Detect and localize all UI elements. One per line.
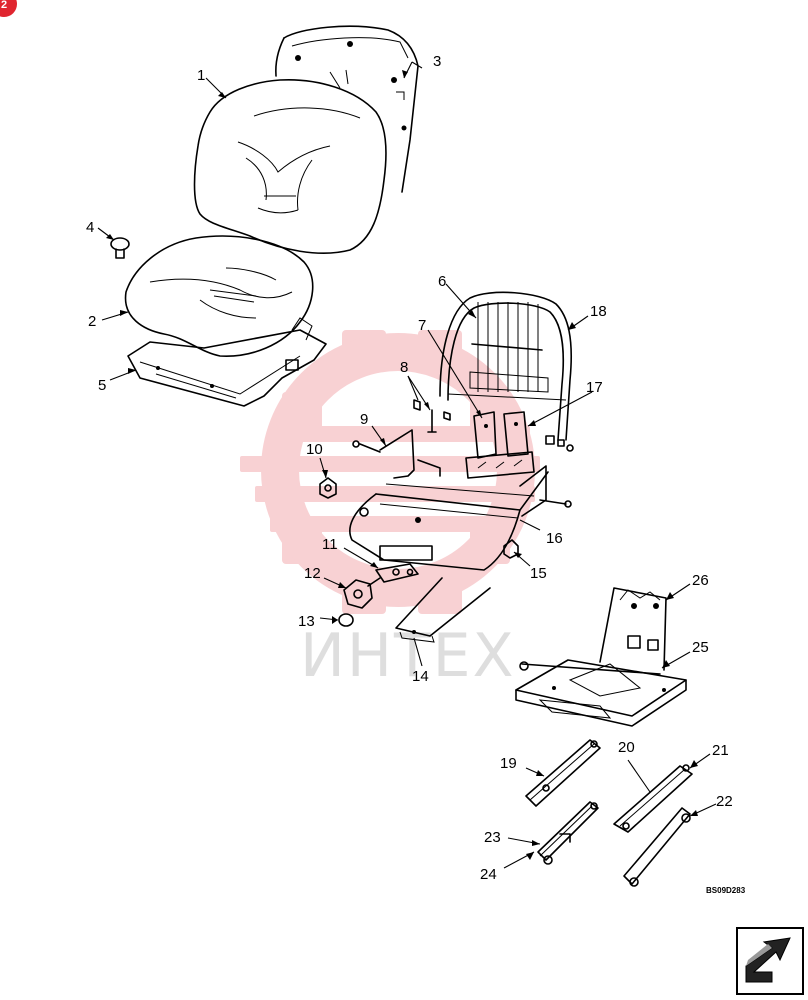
watermark-text: ИНТЕХ xyxy=(300,621,516,691)
part-12-handwheel xyxy=(343,577,381,609)
callout-23: 23 xyxy=(484,829,501,846)
part-25-base-plate xyxy=(515,659,687,727)
fasteners-right xyxy=(545,435,574,452)
part-10-nut xyxy=(319,477,337,499)
svg-text:2: 2 xyxy=(1,0,7,11)
callout-21: 21 xyxy=(712,742,729,759)
callout-20: 20 xyxy=(618,739,635,756)
part-19-slide-rail xyxy=(525,739,601,807)
leader-lines xyxy=(97,61,717,869)
page-badge: 2 xyxy=(0,0,17,17)
callout-9: 9 xyxy=(360,411,368,428)
callout-13: 13 xyxy=(298,613,315,630)
part-5-seat-pan xyxy=(127,317,327,407)
part-2-seat-cushion xyxy=(124,235,314,357)
part-4-knob xyxy=(110,237,130,259)
callout-10: 10 xyxy=(306,441,323,458)
callout-5: 5 xyxy=(98,377,106,394)
part-23-rail xyxy=(537,801,599,865)
part-22-rail xyxy=(623,807,691,887)
part-1-back-cushion xyxy=(193,78,387,254)
part-14-rod xyxy=(395,577,491,643)
callout-12: 12 xyxy=(304,565,321,582)
part-11-lever xyxy=(375,563,419,583)
callout-3: 3 xyxy=(433,53,441,70)
callout-1: 1 xyxy=(197,67,205,84)
part-7-bracket xyxy=(473,411,497,459)
callout-11: 11 xyxy=(322,536,338,553)
callout-2: 2 xyxy=(88,313,96,330)
callout-16: 16 xyxy=(546,530,563,547)
part-3-back-shell xyxy=(275,25,419,193)
part-13-washer xyxy=(338,613,354,627)
arrow-next-icon xyxy=(745,937,791,983)
callout-24: 24 xyxy=(480,866,497,883)
part-16-seat-frame xyxy=(349,429,572,571)
callout-8: 8 xyxy=(400,359,408,376)
part-8-bolts xyxy=(413,399,451,433)
watermark-logo: ИНТЕХ xyxy=(240,330,540,691)
callout-6: 6 xyxy=(438,273,446,290)
part-20-slide-rail xyxy=(613,764,693,833)
next-page-button[interactable] xyxy=(736,927,804,995)
callout-17: 17 xyxy=(586,379,603,396)
callout-labels: 1 2 3 4 5 6 7 8 9 10 11 12 13 14 15 16 1… xyxy=(86,53,733,883)
callout-18: 18 xyxy=(590,303,607,320)
callout-22: 22 xyxy=(716,793,733,810)
part-17-bracket xyxy=(503,411,529,457)
document-code: BS09D283 xyxy=(706,886,746,895)
callout-7: 7 xyxy=(418,317,426,334)
callout-4: 4 xyxy=(86,219,94,236)
callout-14: 14 xyxy=(412,668,429,685)
part-26-upper-bracket xyxy=(599,587,667,671)
callout-26: 26 xyxy=(692,572,709,589)
callout-25: 25 xyxy=(692,639,709,656)
recliner-base xyxy=(465,451,535,479)
callout-19: 19 xyxy=(500,755,517,772)
callout-15: 15 xyxy=(530,565,547,582)
